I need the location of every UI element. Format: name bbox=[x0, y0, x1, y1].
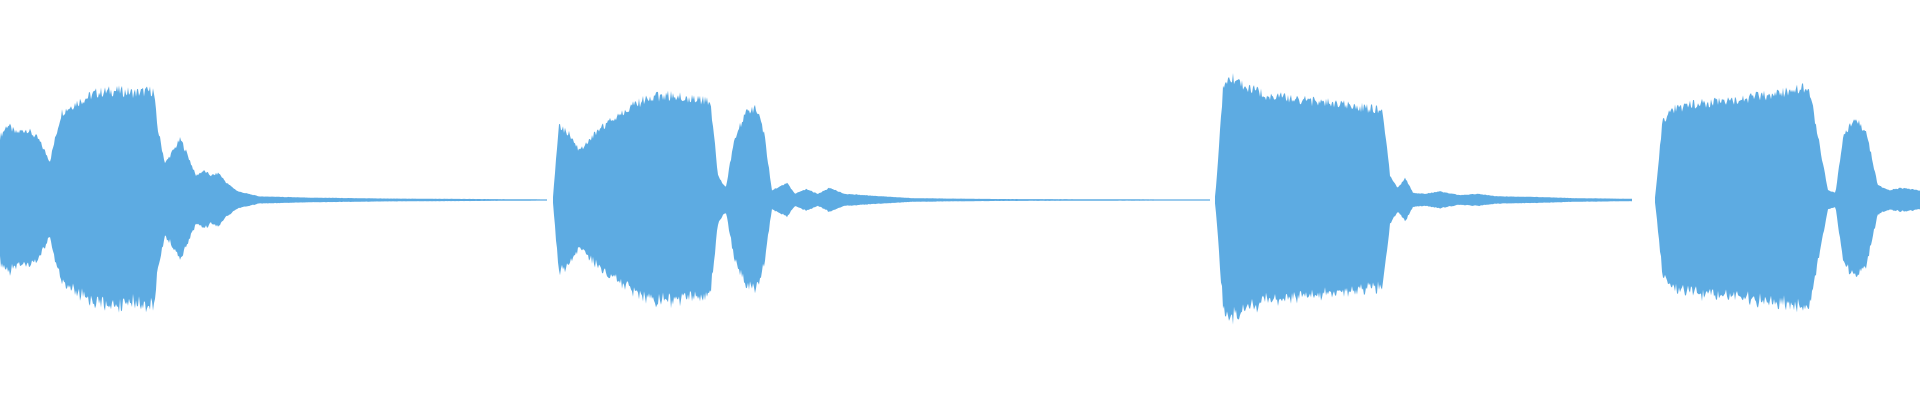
waveform-tail-1 bbox=[259, 196, 547, 204]
waveform-segment-2 bbox=[553, 90, 912, 309]
waveform-tail-2 bbox=[912, 198, 1210, 202]
waveform-segment-3 bbox=[1215, 73, 1632, 325]
waveform-segment-4 bbox=[1655, 83, 1920, 313]
waveform-segment-1 bbox=[0, 85, 259, 313]
